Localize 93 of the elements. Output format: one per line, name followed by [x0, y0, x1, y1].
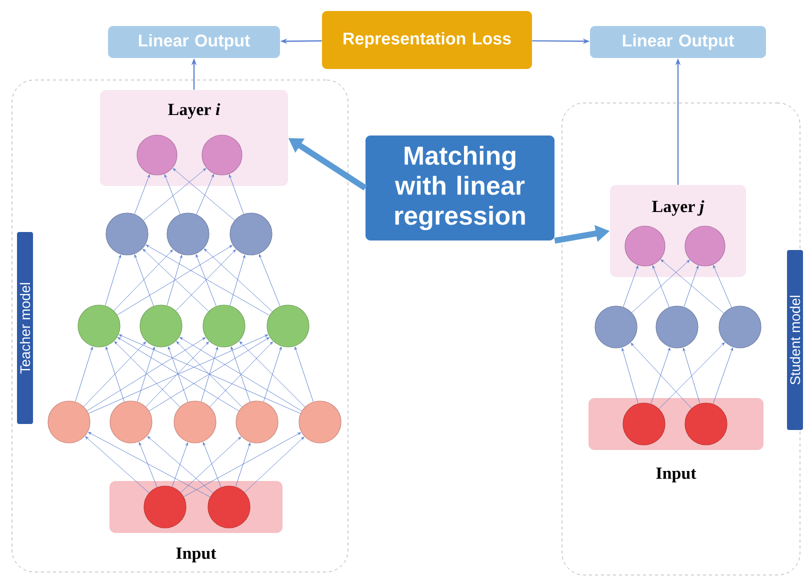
connection-arrow — [630, 342, 692, 409]
neuron — [266, 304, 310, 348]
neuron — [110, 400, 152, 444]
connection-arrow — [146, 342, 209, 407]
model-tab: Teacher model — [17, 232, 33, 424]
neuron — [202, 134, 242, 176]
neuron — [208, 486, 250, 528]
neuron — [594, 306, 638, 348]
neuron — [140, 304, 182, 348]
neuron — [236, 400, 278, 444]
connection-arrow — [147, 436, 214, 494]
connection-arrow — [622, 266, 638, 308]
connection-arrow — [106, 346, 125, 402]
connection-arrow — [114, 341, 180, 408]
connection-arrow — [622, 348, 638, 404]
connection-arrow — [148, 337, 270, 412]
neuron — [624, 226, 666, 266]
layer-label: Input — [656, 468, 696, 482]
connection-arrow — [682, 348, 700, 404]
connection-arrow — [172, 168, 235, 221]
connection-arrow — [104, 254, 122, 306]
connection-arrow — [230, 346, 250, 402]
connection-arrow — [164, 174, 180, 214]
connection-arrow — [235, 442, 250, 487]
connection-arrow — [258, 254, 280, 306]
neuron — [144, 486, 186, 528]
neuron — [656, 306, 698, 348]
connection-arrow — [176, 249, 236, 312]
connection-arrow — [202, 442, 222, 488]
neuron — [230, 212, 272, 256]
connection-arrow — [660, 259, 724, 314]
connection-arrow — [180, 436, 242, 493]
connection-arrow — [196, 174, 214, 215]
connection-arrow — [88, 334, 268, 414]
connection-arrow — [146, 244, 270, 316]
neuron — [78, 304, 120, 348]
connection-arrow — [294, 346, 314, 402]
text-box: Matching with linear regression — [366, 136, 554, 240]
neuron — [684, 226, 726, 266]
neuron — [684, 402, 728, 446]
connection-arrow — [84, 342, 146, 407]
connection-arrow — [210, 342, 273, 407]
connection-arrow — [712, 348, 734, 404]
connection-arrow — [176, 341, 242, 408]
neuron — [136, 134, 178, 176]
connection-arrow — [652, 265, 670, 308]
connection-arrow — [118, 337, 240, 412]
connection-arrow — [239, 341, 306, 408]
connection-arrow — [263, 346, 282, 402]
connection-arrow — [114, 250, 173, 311]
connection-arrow — [684, 266, 698, 308]
neuron — [202, 304, 246, 348]
layer-label: Layerj — [652, 200, 704, 216]
connection-arrow — [183, 432, 301, 497]
connection-arrow — [137, 346, 155, 402]
connection-arrow — [168, 346, 188, 402]
connection-arrow — [138, 442, 158, 488]
connection-arrow — [134, 174, 150, 214]
connection-arrow — [116, 245, 232, 316]
connection-arrow — [86, 337, 206, 412]
connection-arrow — [180, 337, 302, 412]
connection-arrow — [196, 254, 216, 306]
connection-arrow — [244, 436, 304, 493]
layer-label: Layer i — [168, 103, 220, 119]
connection-arrow — [88, 432, 210, 498]
neuron — [174, 400, 216, 444]
neuron — [166, 212, 210, 256]
neuron — [718, 306, 762, 348]
connection-arrow — [650, 348, 670, 404]
connection-arrow — [118, 334, 301, 414]
connection-arrow — [172, 442, 188, 488]
connection-arrow — [228, 174, 244, 214]
neuron — [622, 402, 666, 446]
connection-arrow — [142, 248, 209, 312]
connection-arrow — [85, 436, 150, 494]
connection-arrow — [75, 346, 93, 402]
model-tab: Student model — [787, 250, 803, 430]
loss-box: Representation Loss — [322, 11, 532, 69]
connection-arrow — [658, 342, 725, 410]
connection-arrow — [166, 254, 182, 306]
connection-arrow — [230, 254, 246, 306]
connection-arrow — [632, 260, 690, 313]
neuron — [298, 400, 342, 444]
layer-label: Input — [176, 548, 216, 562]
connection-arrow — [200, 346, 218, 402]
neuron — [48, 400, 90, 444]
connection-arrow — [134, 254, 154, 306]
output-box: Linear Output — [108, 26, 280, 58]
connection-arrow — [143, 168, 206, 221]
neuron — [106, 212, 148, 256]
output-box: Linear Output — [590, 26, 766, 58]
connection-arrow — [204, 248, 273, 312]
connection-arrow — [713, 265, 732, 308]
